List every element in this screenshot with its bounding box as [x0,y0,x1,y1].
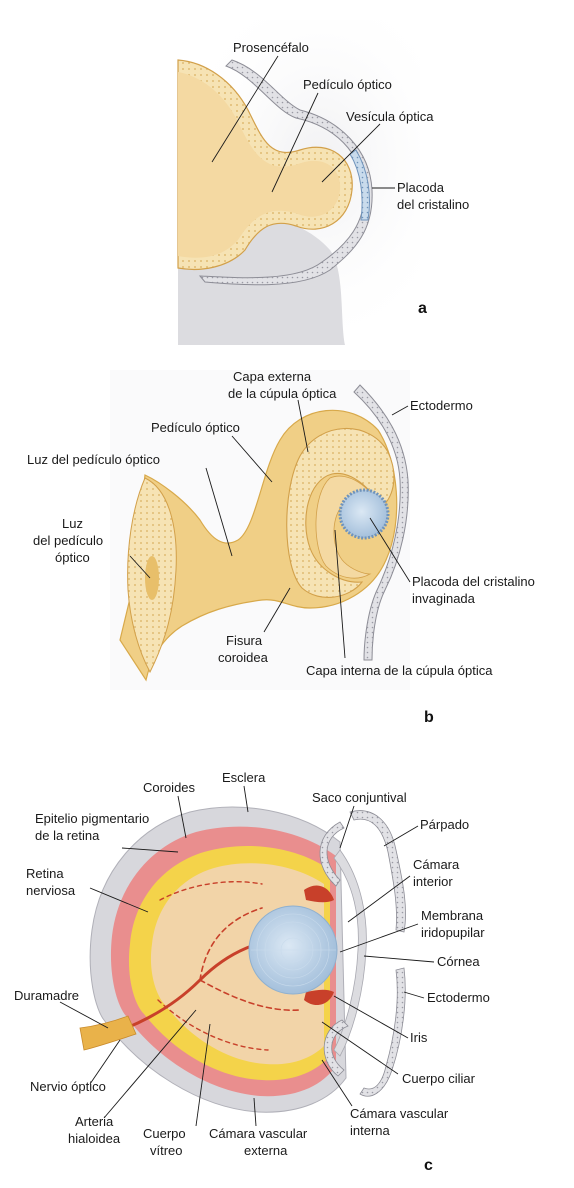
label-ectodermo-b: Ectodermo [410,398,473,413]
label-placoda-inv-2: invaginada [412,591,476,606]
label-membrana-2: iridopupilar [421,925,485,940]
label-camara-vint-1: Cámara vascular [350,1106,449,1121]
label-membrana-1: Membrana [421,908,484,923]
label-cuerpo-ciliar: Cuerpo ciliar [402,1071,476,1086]
label-placoda-2: del cristalino [397,197,469,212]
leader-fisura [263,587,291,633]
eyelid-lower [359,967,406,1097]
leader-pediculo-a [271,92,319,193]
label-pediculo-optico-a: Pedículo óptico [303,77,392,92]
iris-ciliary-lower [304,989,334,1006]
label-cuerpo-v-1: Cuerpo [143,1126,186,1141]
leader-luz [129,555,151,579]
panel-letter-b: b [424,709,434,726]
panel-letter-a: a [418,300,427,317]
leader-cuerpo-v [195,1023,211,1127]
optic-nerve [79,1015,137,1051]
label-placoda-inv-1: Placoda del cristalino [412,574,535,589]
leader-cornea [363,955,435,963]
label-capa-externa-1: Capa externa [233,369,312,384]
surface-ectoderm-a [198,59,373,286]
invaginated-lens [338,488,390,540]
label-camara-ext-1: Cámara vascular [209,1126,308,1141]
label-prosencefalo: Prosencéfalo [233,40,309,55]
leader-camara-int [347,875,411,923]
leader-duramadre [59,1001,109,1029]
leader-coroides [177,795,187,839]
label-ectodermo-c: Ectodermo [427,990,490,1005]
leader-capa-interna [334,529,346,659]
leader-pediculo-b [231,435,273,483]
panel-letter-c: c [424,1157,433,1174]
label-camara-int-1: Cámara [413,857,460,872]
label-luz-1: Luz [62,516,83,531]
label-epitelio-1: Epitelio pigmentario [35,811,149,826]
label-camara-vint-2: interna [350,1123,391,1138]
leader-membrana [339,923,419,953]
cornea [333,849,367,1057]
label-camara-int-2: interior [413,874,453,889]
label-vesicula-optica: Vesícula óptica [346,109,434,124]
leader-epitelio [121,847,179,853]
conjunctival-sac [319,821,345,887]
label-fisura-2: coroidea [218,650,269,665]
prosencephalon-lumen [178,72,341,258]
leader-cuerpo-ciliar [321,1021,399,1075]
label-esclera: Esclera [222,770,266,785]
leader-esclera [243,785,249,813]
label-pediculo-optico-b: Pedículo óptico [151,420,240,435]
optic-cup-outer [286,427,395,598]
panel-b: b Capa externa de la cúpula óptica Ectod… [27,369,535,726]
lens-placode-a [349,149,370,221]
surface-ectoderm-b [353,384,409,661]
panel-a: a Prosencéfalo Pedículo óptico Vesícula … [170,20,469,345]
label-cuerpo-v-2: vítreo [150,1143,183,1158]
label-luz-2: del pedículo [33,533,103,548]
panel-c: c Coroides Esclera Epitelio pigmentario … [14,770,490,1174]
label-retina-1: Retina [26,866,64,881]
leader-placoda-inv [369,517,411,583]
label-camara-ext-2: externa [244,1143,288,1158]
label-arteria-2: hialoidea [68,1131,121,1146]
lens-fibers [251,913,336,987]
leader-parpado [383,825,419,847]
leader-iris [333,995,409,1039]
label-arteria-1: Arteria [75,1114,114,1129]
label-capa-interna: Capa interna de la cúpula óptica [306,663,493,678]
leader-vesicula [321,123,381,183]
leader-ectodermo-b [391,405,409,416]
eyelid-lower-fold [323,1019,349,1077]
iris-ciliary-upper [304,885,334,903]
leader-camara-ext [253,1097,257,1127]
label-nervio: Nervio óptico [30,1079,106,1094]
leader-retina [89,887,149,913]
label-cornea: Córnea [437,954,480,969]
label-duramadre: Duramadre [14,988,79,1003]
leader-capa-externa [297,399,309,453]
label-fisura-1: Fisura [226,633,263,648]
leader-ectodermo-c [403,991,425,999]
leader-luz-pediculo [205,467,233,557]
label-iris: Iris [410,1030,428,1045]
label-luz-pediculo: Luz del pedículo óptico [27,452,160,467]
label-parpado: Párpado [420,817,469,832]
label-capa-externa-2: de la cúpula óptica [228,386,337,401]
label-placoda-1: Placoda [397,180,445,195]
label-retina-2: nerviosa [26,883,76,898]
leader-arteria [103,1009,197,1119]
leader-camara-vint [321,1059,353,1107]
leader-nervio [89,1039,121,1085]
label-epitelio-2: de la retina [35,828,100,843]
label-saco: Saco conjuntival [312,790,407,805]
leader-saco [339,805,355,849]
label-luz-3: óptico [55,550,90,565]
label-coroides: Coroides [143,780,196,795]
optic-stalk-lumen [145,556,159,600]
leader-prosencefalo [211,55,279,163]
